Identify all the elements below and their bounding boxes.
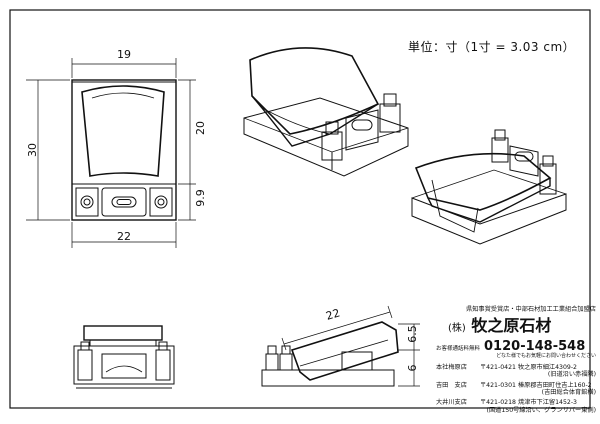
- branch-sub: (国道150号線沿い、グランリバー東側): [486, 406, 596, 414]
- branch-address: 〒421-0301 榛原郡吉田町住吉上160-2: [480, 381, 592, 389]
- company-tel-number[interactable]: 0120-148-548: [484, 339, 586, 355]
- branch-sub: (旧道沿い赤福隣): [547, 371, 596, 379]
- branch-label: 本社梅原店: [436, 363, 467, 371]
- branch-address: 〒421-0218 焼津市下江留1452-3: [480, 399, 577, 407]
- dim-side-height-lower: 6: [406, 365, 419, 372]
- front-dimension-lines: [26, 58, 196, 248]
- bottom-front-view: [73, 325, 175, 389]
- branch-row: 吉田 支店 〒421-0301 榛原郡吉田町住吉上160-2: [436, 382, 596, 389]
- branch-address: 〒421-0421 牧之原市細江4309-2: [480, 363, 577, 371]
- dim-front-height-upper: 20: [194, 121, 207, 135]
- dim-front-height-lower: 9.9: [194, 189, 207, 207]
- isometric-view-1: [243, 47, 409, 177]
- branch-label: 吉田 支店: [436, 381, 467, 389]
- side-dimension-lines: [281, 305, 420, 387]
- company-tel: お客様通話料無料 0120-148-548: [436, 340, 596, 353]
- branch-sub: (吉田総合体育館横): [541, 389, 596, 397]
- branch-label: 大井川支店: [436, 399, 467, 407]
- dim-front-width-top: 19: [117, 48, 131, 61]
- dim-front-height-total: 30: [26, 143, 39, 157]
- branch-row: 本社梅原店 〒421-0421 牧之原市細江4309-2: [436, 364, 596, 371]
- dim-side-length: 22: [324, 306, 341, 323]
- bottom-side-view: [261, 321, 399, 387]
- unit-label: 単位：寸（1寸 = 3.03 cm）: [408, 40, 576, 54]
- isometric-view-2: [411, 129, 567, 245]
- company-name-text: 牧之原石材: [471, 316, 552, 336]
- company-name: (株) 牧之原石材: [448, 317, 596, 338]
- company-association: 県知事賞受賞店・中部石材加工工業組合加盟店: [466, 306, 596, 313]
- sheet-border: [9, 9, 591, 409]
- branch-row: 大井川支店 〒421-0218 焼津市下江留1452-3: [436, 399, 596, 406]
- dim-side-height-upper: 6.5: [406, 325, 419, 343]
- company-tel-note: どなた様でもお気軽にお問い合わせください: [496, 353, 596, 360]
- company-tel-label: お客様通話料無料: [436, 346, 481, 352]
- company-block: 県知事賞受賞店・中部石材加工工業組合加盟店 (株) 牧之原石材 お客様通話料無料…: [436, 306, 596, 414]
- dim-front-width-base: 22: [117, 230, 131, 243]
- company-name-prefix: (株): [448, 323, 466, 335]
- front-view: [71, 79, 177, 221]
